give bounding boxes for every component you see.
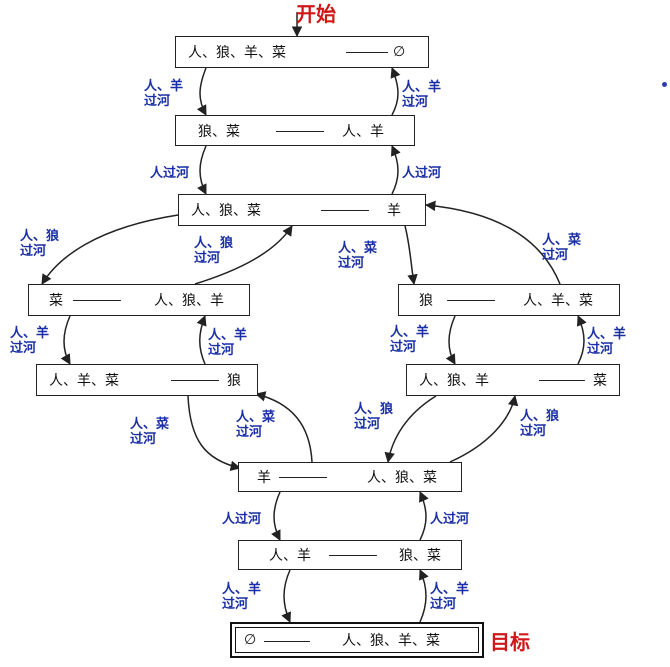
- edge-label-s6-s7: 人、狼 过河: [354, 402, 394, 432]
- edge-label-s6-s4: 人、羊 过河: [587, 327, 627, 357]
- state-left: 菜: [49, 293, 63, 309]
- edge-s0-s1: [196, 67, 207, 116]
- edge-s9-s8: [419, 569, 429, 623]
- state-right: 羊: [387, 203, 401, 219]
- edge-label-s2-s3: 人、狼 过河: [20, 229, 60, 259]
- edge-label-s1-s2: 人过河: [150, 166, 190, 181]
- state-box-s2: 人、狼、菜 羊: [178, 194, 426, 226]
- goal-title: 目标: [490, 630, 530, 654]
- state-left: 狼: [419, 293, 433, 309]
- river-line: [329, 555, 377, 556]
- edge-label-s7-s8: 人过河: [222, 512, 262, 527]
- state-right: 人、狼、羊: [154, 293, 224, 309]
- river-line: [447, 300, 495, 301]
- river-line: [346, 52, 388, 53]
- edge-label-s9-s8: 人、羊 过河: [430, 582, 470, 612]
- edge-s1-s2: [197, 145, 207, 195]
- edge-s4-s6: [445, 315, 456, 365]
- edge-s5-s3: [196, 315, 207, 365]
- edge-label-s5-s7: 人、菜 过河: [130, 417, 170, 447]
- goal-inner-frame: [235, 627, 479, 653]
- edge-label-s4-s6: 人、羊 过河: [390, 325, 430, 355]
- state-left: 狼、菜: [198, 123, 240, 140]
- edge-s6-s7: [384, 395, 437, 464]
- state-right: 人、狼、羊、菜: [342, 633, 440, 649]
- edge-s6-s4: [577, 315, 587, 365]
- edge-label-s3-s5: 人、羊 过河: [10, 326, 50, 356]
- state-left: 羊: [257, 470, 271, 486]
- state-box-s8: 人、羊 狼、菜: [238, 540, 462, 570]
- state-box-s7: 羊 人、狼、菜: [238, 462, 462, 492]
- river-line: [279, 477, 327, 478]
- state-right: 人、狼、菜: [367, 470, 437, 486]
- edge-label-s2-s1: 人过河: [402, 166, 442, 181]
- state-box-s4: 狼 人、羊、菜: [398, 284, 620, 316]
- edge-s7-s5: [254, 391, 313, 463]
- start-title: 开始: [296, 2, 336, 26]
- edge-s8-s7: [419, 491, 429, 541]
- edge-label-s3-s2: 人、狼 过河: [194, 236, 234, 266]
- edge-label-s4-s2: 人、菜 过河: [542, 233, 582, 263]
- edge-label-s7-s5: 人、菜 过河: [236, 410, 276, 440]
- edge-label-s5-s3: 人、羊 过河: [208, 328, 248, 358]
- edge-s7-s8: [271, 491, 281, 541]
- edge-label-s1-s0: 人、羊 过河: [402, 80, 442, 110]
- edge-s3-s2: [194, 225, 293, 285]
- river-line: [321, 210, 369, 211]
- state-right: 菜: [593, 373, 607, 389]
- state-right: ∅: [393, 44, 406, 60]
- state-left: ∅: [244, 632, 257, 648]
- river-line: [539, 380, 585, 381]
- state-box-s3: 菜 人、狼、羊: [28, 284, 250, 316]
- edge-label-s2-s4: 人、菜 过河: [338, 241, 378, 271]
- state-right: 人、羊: [342, 123, 384, 140]
- state-right: 狼、菜: [399, 548, 441, 564]
- bullet-dot: [662, 82, 667, 87]
- edge-s2-s1: [391, 145, 401, 195]
- edge-label-s8-s7: 人过河: [430, 512, 470, 527]
- state-box-s1: 狼、菜 人、羊: [175, 115, 415, 146]
- edge-s1-s0: [390, 67, 401, 116]
- edge-s2-s3: [41, 214, 179, 285]
- edge-s5-s7: [187, 395, 242, 472]
- river-line: [171, 380, 219, 381]
- edge-label-s8-s9: 人、羊 过河: [222, 582, 262, 612]
- edge-s7-s6: [449, 394, 519, 463]
- edge-s8-s9: [281, 569, 291, 623]
- edge-label-s7-s6: 人、狼 过河: [520, 409, 560, 439]
- state-right: 狼: [227, 373, 241, 389]
- river-line: [73, 300, 121, 301]
- state-left: 人、狼、羊: [419, 373, 489, 389]
- state-box-s5: 人、羊、菜 狼: [36, 364, 258, 396]
- state-right: 人、羊、菜: [523, 293, 593, 309]
- edge-s2-s4: [404, 225, 418, 286]
- river-line: [276, 131, 324, 132]
- state-box-s9: ∅ 人、狼、羊、菜: [230, 622, 484, 658]
- state-left: 人、羊、菜: [49, 373, 119, 389]
- state-left: 人、狼、羊、菜: [188, 45, 286, 61]
- edge-s4-s2: [424, 200, 561, 285]
- state-box-s6: 人、狼、羊 菜: [406, 364, 620, 396]
- state-box-s0: 人、狼、羊、菜 ∅: [175, 36, 429, 68]
- edge-label-s0-s1: 人、羊 过河: [144, 79, 184, 109]
- river-line: [264, 641, 310, 642]
- state-left: 人、羊: [269, 548, 311, 564]
- edge-s3-s5: [60, 315, 71, 365]
- state-left: 人、狼、菜: [191, 203, 261, 219]
